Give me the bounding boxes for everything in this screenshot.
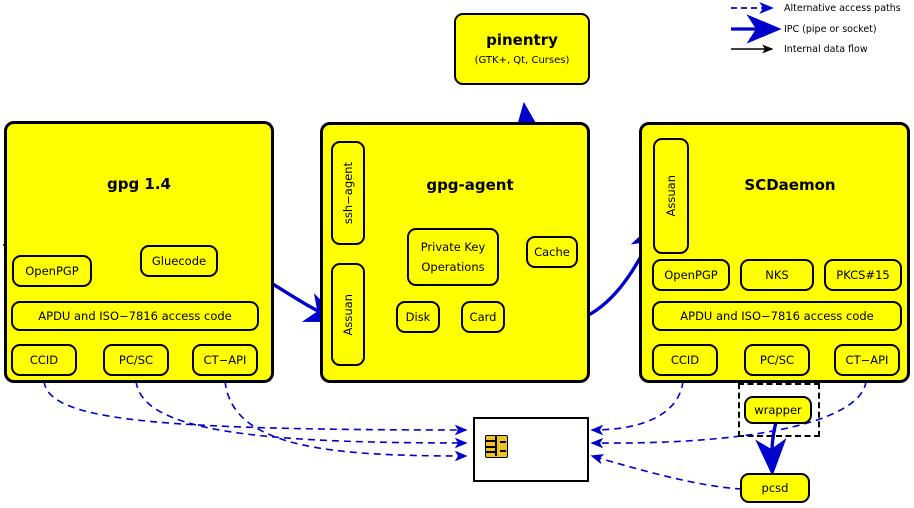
wrapper-group-box (738, 383, 820, 437)
scdaemon-app-label-2: PKCS#15 (836, 267, 890, 282)
alt-path-gpg-pcsc-to-card (135, 380, 468, 449)
chip-line-h1 (485, 440, 495, 442)
chip-line-h3 (485, 451, 495, 453)
private-key-ops-line1: Private Key (420, 240, 486, 255)
node-agent-card[interactable]: Card (461, 301, 505, 333)
pcsd-label: pcsd (761, 480, 789, 495)
pinentry-title: pinentry (486, 30, 558, 49)
agent-card-label: Card (469, 309, 497, 324)
legend-label-2: Internal data flow (784, 44, 868, 55)
node-agent-disk[interactable]: Disk (396, 301, 440, 333)
chip-line-h5 (500, 450, 506, 452)
gpg-apdu-label: APDU and ISO−7816 access code (38, 308, 232, 323)
node-scdaemon-pkcs15[interactable]: PKCS#15 (824, 259, 902, 291)
node-scdaemon-ctapi[interactable]: CT−API (834, 344, 900, 376)
gpg-agent-title: gpg-agent (426, 176, 514, 194)
node-scdaemon-apdu[interactable]: APDU and ISO−7816 access code (652, 301, 902, 331)
agent-cache-label: Cache (534, 244, 570, 259)
node-wrapper[interactable]: wrapper (744, 396, 812, 424)
node-gpg-pcsc[interactable]: PC/SC (103, 344, 169, 376)
legend-label-1: IPC (pipe or socket) (784, 24, 877, 35)
node-agent-ssh-agent[interactable]: ssh−agent (331, 141, 365, 245)
node-scdaemon-nks[interactable]: NKS (740, 259, 814, 291)
gpg-gluecode-label: Gluecode (151, 253, 207, 268)
scdaemon-apdu-label: APDU and ISO−7816 access code (680, 308, 874, 323)
private-key-ops-line2: Operations (421, 259, 485, 274)
scdaemon-app-label-0: OpenPGP (664, 267, 718, 282)
node-gpg-gluecode[interactable]: Gluecode (140, 245, 218, 277)
chip-line-v (495, 435, 497, 456)
gpg-title: gpg 1.4 (106, 175, 171, 193)
alt-path-gpg-ccid-to-card (43, 380, 468, 436)
node-gpg-apdu[interactable]: APDU and ISO−7816 access code (11, 301, 259, 331)
scdaemon-title: SCDaemon (744, 176, 836, 194)
scdaemon-driver-label-1: PC/SC (759, 352, 795, 367)
chip-line-h2 (485, 446, 495, 448)
wrapper-label: wrapper (754, 402, 802, 417)
alt-path-scd-ctapi-to-card (590, 380, 867, 449)
node-scdaemon-openpgp[interactable]: OpenPGP (652, 259, 730, 291)
node-gpg-ctapi[interactable]: CT−API (192, 344, 258, 376)
node-agent-cache[interactable]: Cache (526, 236, 578, 268)
gpg-driver-label-1: PC/SC (118, 352, 154, 367)
alt-path-group-right (590, 380, 867, 490)
chip-line-h4 (500, 441, 506, 443)
gpg-openpgp-label: OpenPGP (25, 263, 79, 278)
gpg-driver-label-0: CCID (29, 352, 59, 367)
alt-path-pcsd-to-card (590, 454, 743, 490)
scdaemon-driver-label-0: CCID (670, 352, 700, 367)
node-scdaemon-assuan[interactable]: Assuan (653, 138, 689, 254)
agent-disk-label: Disk (405, 309, 431, 324)
node-pcsd[interactable]: pcsd (740, 473, 810, 503)
node-gpg-openpgp[interactable]: OpenPGP (12, 255, 92, 287)
node-scdaemon-ccid[interactable]: CCID (652, 344, 718, 376)
scdaemon-app-label-1: NKS (765, 267, 789, 282)
legend-label-0: Alternative access paths (784, 3, 901, 14)
pinentry-subtitle: (GTK+, Qt, Curses) (474, 54, 570, 66)
scdaemon-driver-label-2: CT−API (845, 352, 889, 367)
node-pinentry[interactable]: pinentry (GTK+, Qt, Curses) (454, 13, 590, 85)
node-scdaemon-pcsc[interactable]: PC/SC (744, 344, 810, 376)
alt-path-gpg-ctapi-to-card (224, 380, 468, 462)
gpg-driver-label-2: CT−API (203, 352, 247, 367)
alt-path-group (43, 380, 468, 462)
node-gpg-ccid[interactable]: CCID (11, 344, 77, 376)
container-gpg[interactable] (4, 121, 274, 383)
